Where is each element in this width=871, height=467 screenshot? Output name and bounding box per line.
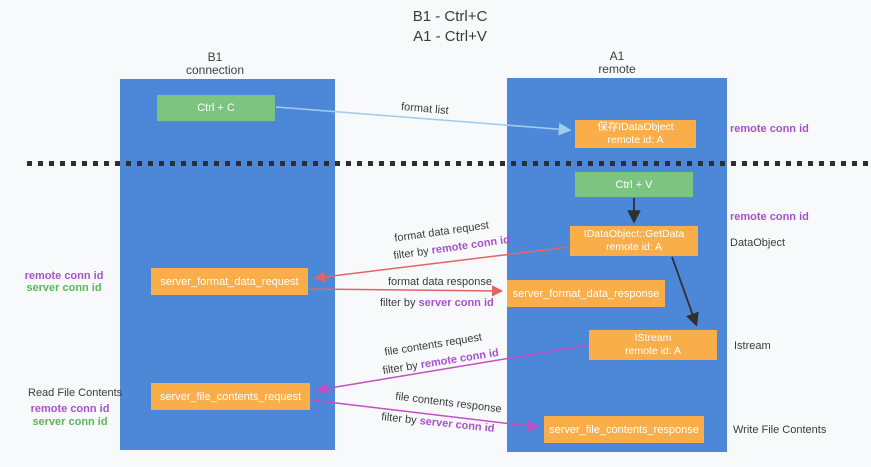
box-ctrl-c: Ctrl + C <box>157 95 275 121</box>
annotation-left-remote-conn-id: remote conn id <box>24 270 104 282</box>
box-save-idataobject-line2: remote id: A <box>607 134 664 146</box>
label-format-list: format list <box>400 100 450 118</box>
box-server-file-contents-response-label: server_file_contents_response <box>549 423 699 436</box>
box-server-format-data-request: server_format_data_request <box>151 268 308 295</box>
diagram-title: B1 - Ctrl+C A1 - Ctrl+V <box>350 7 550 47</box>
filter-by-text: filter by <box>392 245 430 263</box>
box-idataobject-getdata: IDataObject::GetData remote id: A <box>570 226 698 256</box>
annotation-left-bottom-server-conn-id: server conn id <box>32 416 108 428</box>
annotation-left-bottom-conn-ids: remote conn id server conn id <box>28 403 112 429</box>
server-conn-id-text: server conn id <box>419 415 496 435</box>
annotation-left-conn-ids: remote conn id server conn id <box>23 270 105 294</box>
box-server-format-data-response-label: server_format_data_response <box>512 287 660 300</box>
box-ctrl-c-label: Ctrl + C <box>197 102 235 114</box>
annotation-read-file-contents: Read File Contents <box>28 387 123 399</box>
box-ctrl-v: Ctrl + V <box>575 172 693 197</box>
column-b1-role: connection <box>185 63 245 77</box>
column-b1-name: B1 <box>207 50 223 64</box>
label-filter-file-response: filter by server conn id <box>381 411 495 435</box>
box-save-idataobject: 保存IDataObject remote id: A <box>575 120 696 148</box>
dashed-separator <box>27 161 871 166</box>
title-line-1: B1 - Ctrl+C <box>412 8 488 25</box>
column-header-a1: A1 remote <box>562 50 672 76</box>
annotation-remote-conn-id-top: remote conn id <box>730 123 809 135</box>
filter-by-text: filter by <box>381 359 419 378</box>
box-istream-line2: remote id: A <box>624 345 682 357</box>
label-format-data-response: format data response <box>388 276 492 288</box>
label-filter-format-response: filter by server conn id <box>380 297 494 309</box>
box-server-file-contents-request-label: server_file_contents_request <box>159 390 302 403</box>
annotation-remote-conn-id-mid: remote conn id <box>730 211 809 223</box>
box-getdata-line1: IDataObject::GetData <box>583 228 685 240</box>
column-header-b1: B1 connection <box>160 51 270 77</box>
box-ctrl-v-label: Ctrl + V <box>615 178 653 191</box>
annotation-dataobject: DataObject <box>730 237 786 249</box>
column-a1-name: A1 <box>609 49 625 63</box>
box-getdata-line2: remote id: A <box>605 241 663 253</box>
annotation-write-file-contents: Write File Contents <box>733 424 827 436</box>
box-istream: IStream remote id: A <box>589 330 717 360</box>
arrow-format-data-response <box>308 285 504 297</box>
box-server-format-data-response: server_format_data_response <box>507 280 665 307</box>
box-server-file-contents-response: server_file_contents_response <box>544 416 704 443</box>
annotation-left-server-conn-id: server conn id <box>26 282 102 294</box>
box-server-format-data-request-label: server_format_data_request <box>160 275 299 288</box>
annotation-left-bottom-remote-conn-id: remote conn id <box>30 403 110 415</box>
server-conn-id-text: server conn id <box>418 297 494 309</box>
annotation-istream: Istream <box>734 340 771 352</box>
filter-by-text: filter by <box>380 297 416 309</box>
box-save-idataobject-line1: 保存IDataObject <box>597 121 674 133</box>
title-line-2: A1 - Ctrl+V <box>413 28 487 45</box>
filter-by-text: filter by <box>380 411 418 427</box>
column-a1-role: remote <box>598 62 636 76</box>
box-istream-line1: IStream <box>634 332 672 344</box>
box-server-file-contents-request: server_file_contents_request <box>151 383 310 410</box>
label-file-contents-response: file contents response <box>394 390 503 416</box>
